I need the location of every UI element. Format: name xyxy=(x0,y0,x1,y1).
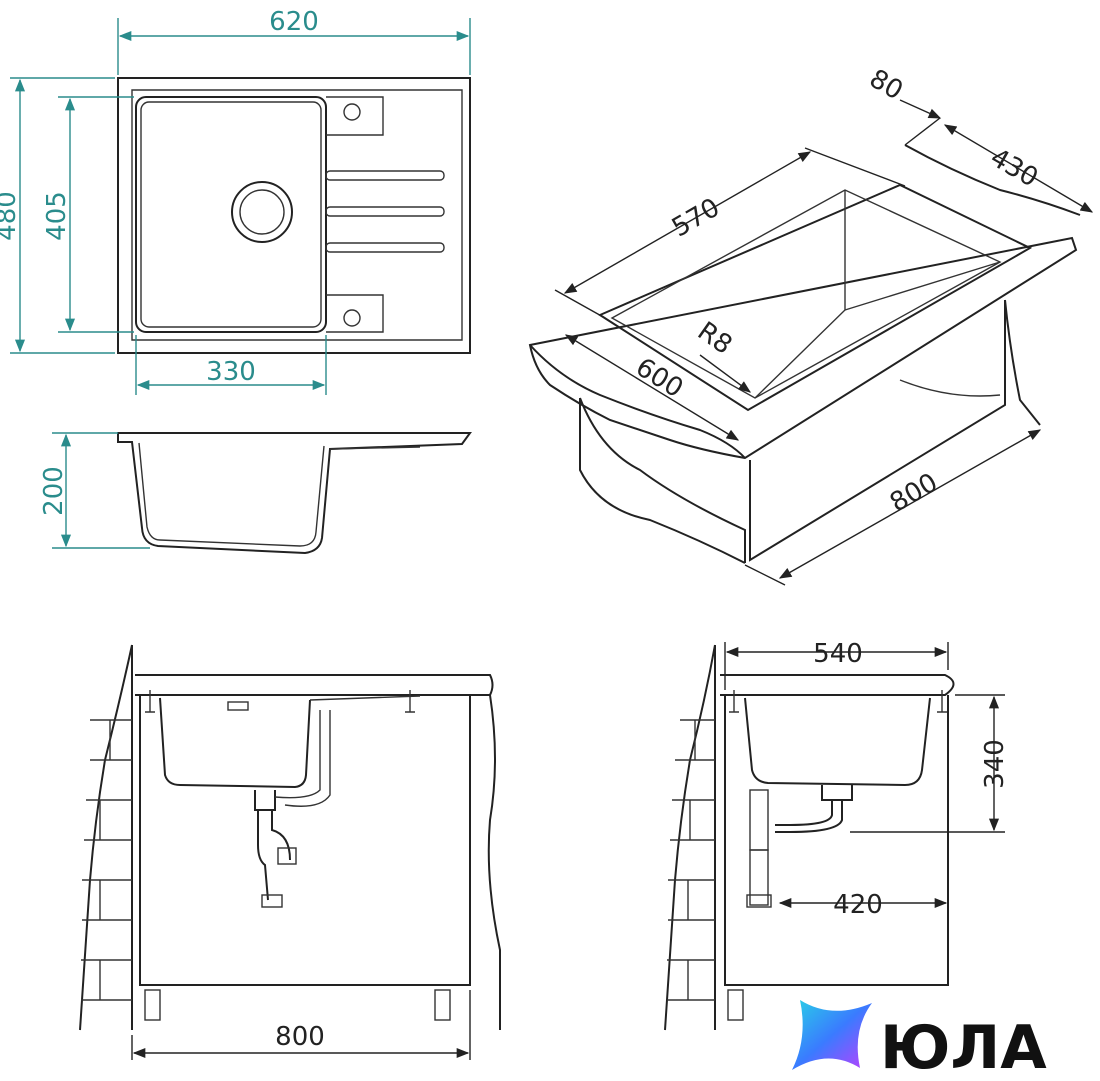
dim-570: 570 xyxy=(667,193,725,244)
dim-330: 330 xyxy=(206,357,256,387)
dim-540: 540 xyxy=(813,639,863,669)
dim-r8: R8 xyxy=(692,316,738,360)
brand-name: ЮЛА xyxy=(880,1013,1047,1081)
dim-420: 420 xyxy=(833,890,883,920)
dim-340: 340 xyxy=(980,739,1010,789)
dim-200: 200 xyxy=(39,466,69,516)
dim-430: 430 xyxy=(985,143,1043,194)
brand-star-icon xyxy=(792,1000,872,1070)
dim-800-iso: 800 xyxy=(885,468,943,519)
top-view: 620 480 405 330 xyxy=(0,7,471,395)
dim-405: 405 xyxy=(42,191,72,241)
section-view: 200 xyxy=(39,432,472,555)
front-install-view: 800 xyxy=(79,644,501,1060)
dim-600: 600 xyxy=(630,352,688,404)
side-install-view: 540 340 420 xyxy=(664,639,1010,1031)
dim-620: 620 xyxy=(269,7,319,37)
dim-480: 480 xyxy=(0,191,22,241)
brand-logo: ЮЛА xyxy=(792,1000,1047,1081)
dim-800-front: 800 xyxy=(275,1022,325,1052)
isometric-view: 570 80 430 R8 600 800 xyxy=(528,64,1094,586)
